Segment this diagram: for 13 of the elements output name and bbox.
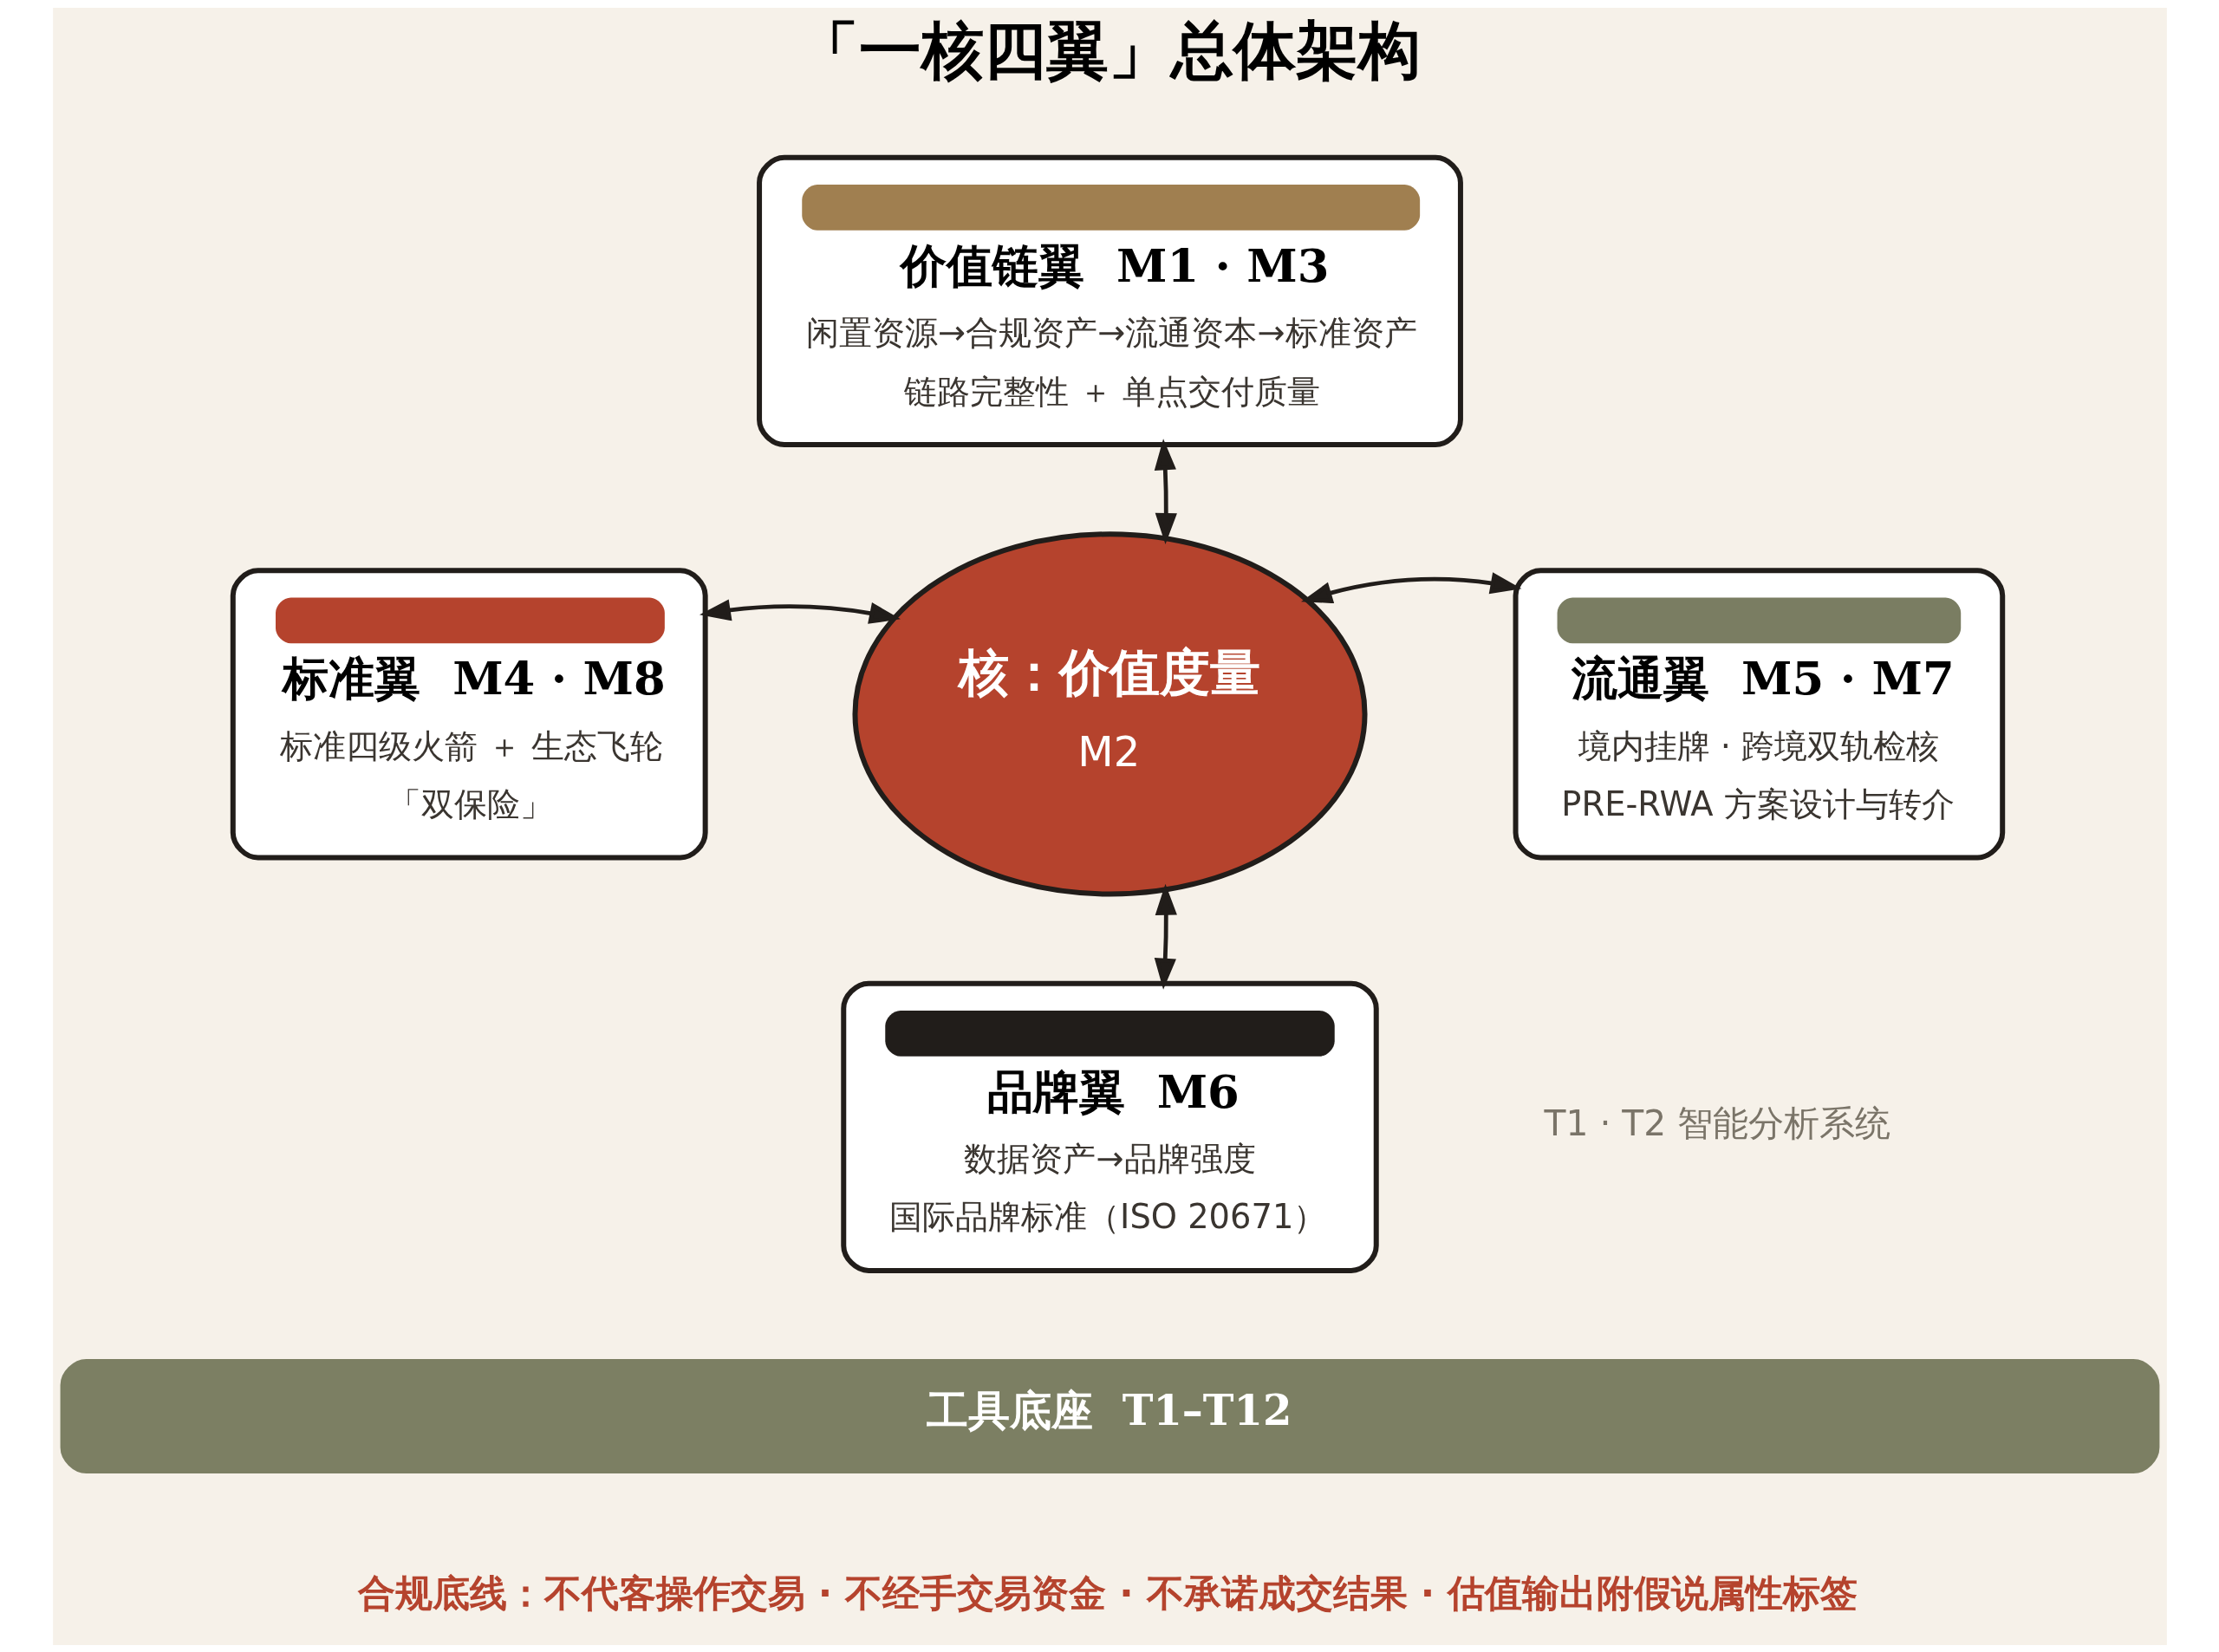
node-box: 价值链翼 M1 · M3 闲置资源→合规资产→流通资本→标准资产 链路完整性 ＋ 单点交付质量 — [756, 154, 1463, 447]
arrow — [1154, 438, 1177, 544]
arrow — [1300, 571, 1521, 603]
node-box: 流通翼 M5 · M7 境内挂牌 · 跨境双轨检核 PRE-RWA 方案设计与转介 — [1513, 567, 2005, 860]
diagram-title: 「一核四翼」总体架构 — [796, 12, 1421, 87]
node-box: 品牌翼 M6 数据资产→品牌强度 国际品牌标准（ISO 20671） — [840, 980, 1379, 1273]
arrow — [699, 598, 901, 624]
label: 合规底线：不代客操作交易 · 不经手交易资金 · 不承诺成交结果 · 估值输出附假说属性标签 — [357, 1571, 1858, 1615]
arrow — [1154, 883, 1177, 990]
label: T1 · T2 智能分析系统 — [1544, 1102, 1890, 1144]
node-ellipse: 核：价值度量 M2 — [851, 530, 1368, 896]
node-box: 标准翼 M4 · M8 标准四级火箭 ＋ 生态飞轮 「双保险」 — [230, 567, 708, 860]
node-box: 工具底座 T1–T12 — [60, 1358, 2159, 1473]
